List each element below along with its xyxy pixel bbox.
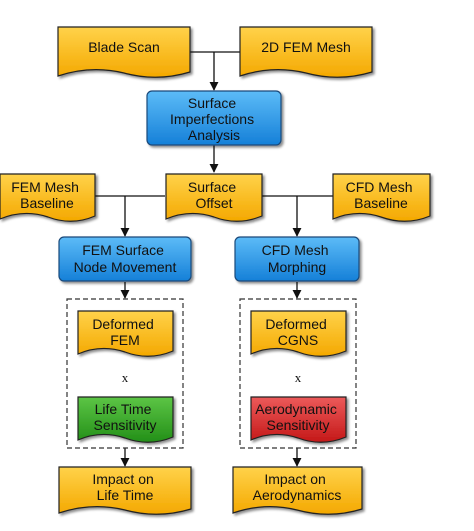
node-deformed-cgns <box>250 310 347 357</box>
node-cfd-mesh-baseline <box>332 173 431 222</box>
label-blade-scan: Blade Scan <box>88 39 160 55</box>
node-fem-mesh-baseline <box>0 173 96 222</box>
label-surface-imperfections-analysis: Surface Imperfections Analysis <box>170 95 258 143</box>
node-cfd-mesh-morphing <box>234 236 360 282</box>
label-cfd-mesh-baseline: CFD Mesh Baseline <box>346 179 417 211</box>
label-impact-on-aerodynamics: Impact on Aerodynamics <box>253 471 342 503</box>
label-fem-mesh-baseline: FEM Mesh Baseline <box>11 179 83 211</box>
node-impact-on-aerodynamics <box>232 466 363 515</box>
label-impact-on-life-time: Impact on Life Time <box>92 471 157 503</box>
node-aerodynamic-sensitivity <box>250 396 347 443</box>
label-fem-surface-node-movement: FEM Surface Node Movement <box>74 242 177 275</box>
multiply-sign-right: x <box>295 370 302 385</box>
label-2d-fem-mesh: 2D FEM Mesh <box>261 39 350 55</box>
label-deformed-cgns: Deformed CGNS <box>265 316 330 348</box>
node-surface-imperfections-analysis <box>146 90 282 146</box>
label-deformed-fem: Deformed FEM <box>92 316 157 348</box>
right-dashed-group <box>239 298 357 449</box>
label-aerodynamic-sensitivity: Aerodynamic Sensitivity <box>255 401 341 433</box>
node-blade-scan <box>57 26 191 78</box>
label-life-time-sensitivity: Life Time Sensitivity <box>93 401 156 433</box>
node-impact-on-life-time <box>58 466 192 515</box>
label-surface-offset: Surface Offset <box>188 179 240 211</box>
node-fem-surface-node-movement <box>58 236 192 282</box>
node-life-time-sensitivity <box>77 396 174 443</box>
node-deformed-fem <box>77 310 174 357</box>
node-2d-fem-mesh <box>239 26 373 78</box>
left-dashed-group <box>66 298 184 449</box>
multiply-sign-left: x <box>122 370 129 385</box>
node-surface-offset <box>165 173 263 222</box>
connectors <box>95 51 333 467</box>
label-cfd-mesh-morphing: CFD Mesh Morphing <box>262 242 333 275</box>
